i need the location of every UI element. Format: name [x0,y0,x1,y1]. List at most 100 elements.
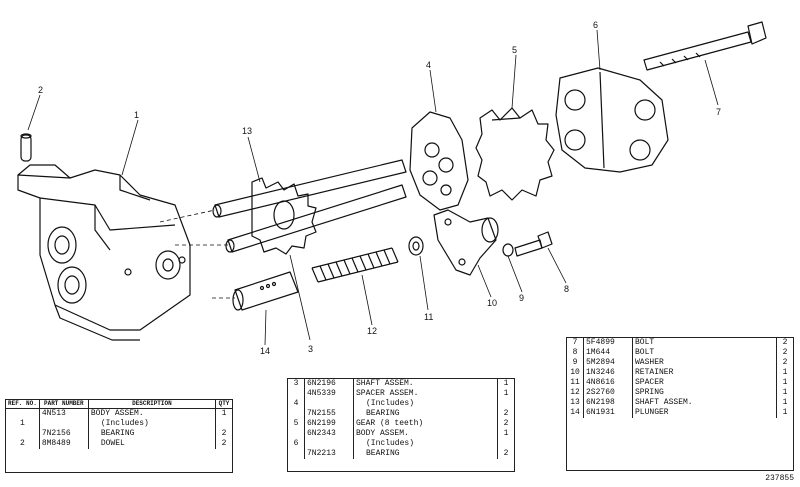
table-cell: 2 [6,439,40,449]
table-cell: (Includes) [88,419,217,429]
callout-14: 14 [260,346,270,356]
table-cell: 11 [567,378,584,388]
callout-7: 7 [716,107,721,117]
table-cell: 1 [782,398,788,407]
table-cell [498,439,515,449]
spacer [408,236,424,256]
table-cell: 4N5339 [304,389,354,399]
table-cell: 9 [567,358,584,368]
driven-gear [475,107,555,201]
table-cell: BODY ASSEM. [353,429,498,439]
table-cell [288,429,305,439]
callout-6: 6 [593,20,598,30]
table-cell: 4N8616 [583,378,633,388]
table-cell: BODY ASSEM. [88,408,217,419]
table-cell: 2 [782,348,788,357]
table-cell: 1 [503,389,509,398]
shaft-assembly-upper [212,159,407,253]
callout-4: 4 [426,60,431,70]
table-cell: 2 [782,338,788,347]
table-row: 4N513 BODY ASSEM. 1 [6,408,232,419]
header-part-number: PART NUMBER [39,400,89,409]
table-cell [304,439,354,449]
table-cell: 3 [288,379,305,389]
drive-gear [251,177,317,255]
table-cell: 6N2199 [304,419,354,429]
table-cell: 1 [221,409,227,418]
callout-9: 9 [519,293,524,303]
table-cell: 6N2198 [583,398,633,408]
table-cell: 10 [567,368,584,378]
table-cell: 5M2894 [583,358,633,368]
header-qty: QTY [215,400,232,409]
long-bolt [643,21,767,71]
table-cell: 4N513 [39,408,89,419]
washer [502,243,514,257]
table-cell: (Includes) [353,439,498,449]
pump-body [17,164,191,341]
table-cell: 2 [503,409,509,418]
table-cell: WASHER [632,358,777,368]
table-cell: SHAFT ASSEM. [353,379,498,389]
table-cell: 1 [6,419,40,429]
table-cell: GEAR (8 teeth) [353,419,498,429]
table-cell: 5F4899 [583,338,633,348]
callout-5: 5 [512,45,517,55]
table-cell: BOLT [632,338,777,348]
table-cell: 6N2196 [304,379,354,389]
table-cell: 2S2760 [583,388,633,398]
table-cell [288,449,305,459]
table-cell: SHAFT ASSEM. [632,398,777,408]
parts-table-left: REF. NO. PART NUMBER DESCRIPTION QTY 4N5… [5,399,233,473]
table-cell: 1 [782,378,788,387]
table-cell: 8M8489 [39,439,89,449]
table-cell: 2 [221,429,227,438]
table-cell: 2 [503,419,509,428]
table-cell: 7N2156 [39,429,89,439]
callout-3: 3 [308,344,313,354]
table-cell: 7N2155 [304,409,354,419]
table-cell [6,429,40,439]
header-ref-no: REF. NO. [6,400,40,409]
table-cell: 1 [782,368,788,377]
table-cell: 2 [221,439,227,448]
table-row: 4(Includes) [288,399,514,409]
table-cell: 1 [782,408,788,417]
table-cell: SPRING [632,388,777,398]
callout-13: 13 [242,126,252,136]
callout-11: 11 [424,312,433,322]
table-cell [288,409,305,419]
table-cell: BEARING [353,409,498,419]
table-row: 1 (Includes) [6,419,232,429]
table-cell: 1N3246 [583,368,633,378]
table-cell: PLUNGER [632,408,777,418]
table-cell [6,408,40,419]
table-cell: RETAINER [632,368,777,378]
table-cell: 12 [567,388,584,398]
table-header: REF. NO. PART NUMBER DESCRIPTION QTY [6,400,232,409]
table-cell: 1 [503,379,509,388]
table-cell: DOWEL [88,439,217,449]
callout-10: 10 [487,298,497,308]
table-cell: BEARING [88,429,217,439]
callout-8: 8 [564,284,569,294]
table-cell [304,399,354,409]
retainer [433,209,499,276]
table-cell: 13 [567,398,584,408]
callout-1: 1 [134,110,139,120]
table-cell [288,389,305,399]
table-cell: 6N2343 [304,429,354,439]
